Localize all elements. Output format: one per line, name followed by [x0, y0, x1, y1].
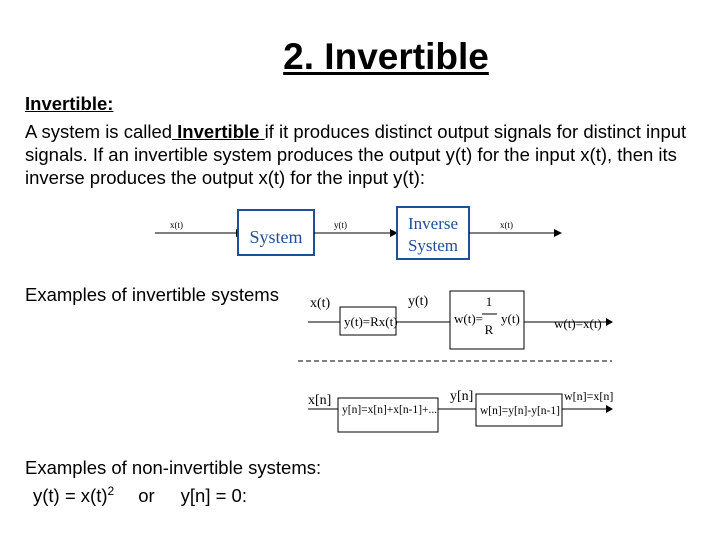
output-label: x(t) — [500, 220, 513, 230]
noninv-eq1: y(t) = x(t) — [33, 485, 108, 507]
ct-inverse-lhs: w(t)= — [454, 311, 483, 326]
input-label: x(t) — [170, 220, 183, 230]
heading-invertible: Invertible: — [25, 93, 114, 114]
examples-noninvertible-label: Examples of non-invertible systems: — [25, 457, 322, 478]
def-before: A system is called — [25, 121, 173, 142]
def-term: Invertible — [172, 121, 265, 142]
ct-output: w(t)=x(t) — [554, 316, 602, 331]
ct-system-eq: y(t)=Rx(t) — [344, 314, 398, 329]
dt-system-eq: y[n]=x[n]+x[n-1]+... — [342, 404, 437, 416]
ct-inverse-box — [449, 290, 525, 350]
system-label: System — [249, 227, 302, 247]
system-box — [237, 209, 315, 256]
ct-inverse-den: R — [485, 322, 494, 337]
inverse-system-box — [396, 206, 470, 260]
ct-inverse-num: 1 — [486, 294, 493, 309]
definition-text: A system is called Invertible if it prod… — [25, 120, 715, 189]
noninv-or: or — [138, 485, 155, 507]
examples-invertible-label: Examples of invertible systems — [25, 284, 279, 305]
slide-title: 2. Invertible — [283, 36, 489, 77]
middle-arrowhead — [390, 229, 398, 237]
output-arrowhead — [554, 229, 562, 237]
ct-system-box — [339, 306, 397, 336]
noninv-eq2: y[n] = 0: — [180, 485, 247, 507]
ct-middle: y(t) — [408, 294, 429, 309]
dt-inverse-box — [475, 393, 563, 427]
dt-inverse-eq: w[n]=y[n]-y[n-1] — [480, 405, 560, 417]
inverse-label-1: Inverse — [408, 214, 458, 233]
example-discrete-diagram: x[n] y[n]=x[n]+x[n-1]+... y[n] w[n]=y[n]… — [308, 389, 613, 433]
dt-output: w[n]=x[n] — [564, 389, 613, 403]
ct-inverse-rhs: y(t) — [501, 311, 520, 326]
example-continuous-diagram: x(t) y(t)=Rx(t) y(t) w(t)= 1 R y(t) w(t)… — [308, 290, 613, 350]
middle-label: y(t) — [334, 220, 347, 230]
ct-input: x(t) — [310, 296, 331, 311]
dt-system-box — [337, 397, 439, 433]
noninvertible-equations: y(t) = x(t)2 or y[n] = 0: — [25, 484, 247, 507]
def-after: if it produces distinct output signals f… — [25, 121, 687, 188]
dt-middle: y[n] — [450, 389, 473, 404]
noninv-eq1-sup: 2 — [107, 484, 115, 498]
dt-input: x[n] — [308, 393, 331, 408]
definition-heading: Invertible: — [25, 92, 715, 115]
example-separator — [298, 360, 612, 362]
inverse-label-2: System — [408, 236, 458, 255]
inverse-block-diagram: x(t) System y(t) Inverse System x(t) — [155, 206, 562, 260]
